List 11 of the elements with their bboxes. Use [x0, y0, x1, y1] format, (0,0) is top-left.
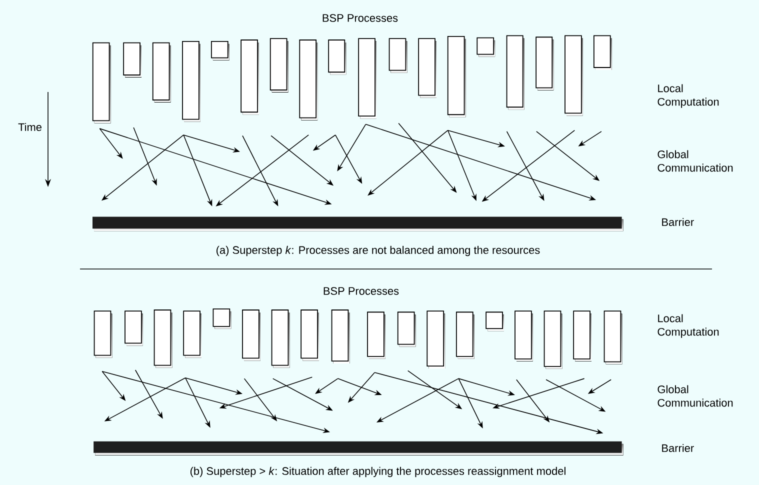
row-label: Global Communication	[658, 150, 733, 172]
caption: (b) Superstep > k: Situation after applying the processes reassignment model	[190, 466, 566, 478]
row-label: Local Computation	[658, 84, 719, 108]
row-label: Barrier	[662, 218, 694, 226]
heading: BSP Processes	[324, 287, 399, 295]
row-label: Local Computation	[658, 314, 719, 338]
axis-label: Time	[18, 122, 42, 132]
row-label: Barrier	[662, 444, 694, 452]
caption: (a) Superstep k: Processes are not balanced among the resources	[216, 246, 540, 256]
row-label: Global Communication	[658, 385, 733, 407]
heading: BSP Processes	[322, 14, 398, 22]
